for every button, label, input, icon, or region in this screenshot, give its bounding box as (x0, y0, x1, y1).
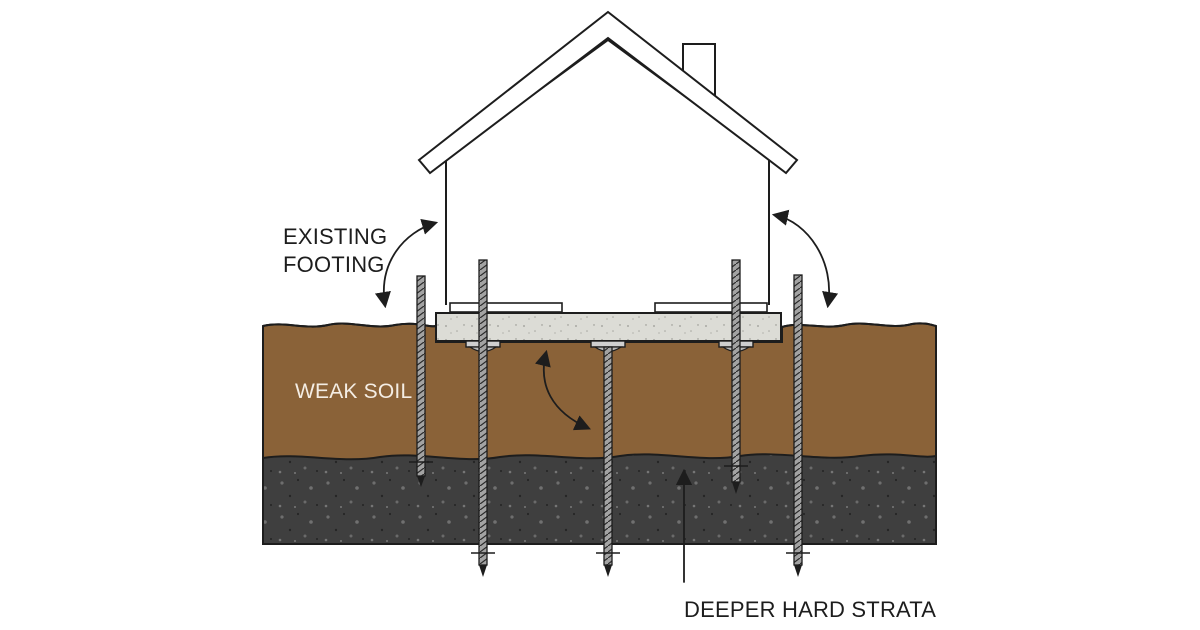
left-curved-arrow (374, 218, 439, 309)
existing-footing-label: FOOTING (283, 252, 385, 277)
hard-strata-layer (262, 453, 937, 545)
helical-pier (471, 259, 495, 577)
existing-footing-pad-left (449, 302, 563, 313)
arrows (374, 209, 839, 583)
weak-soil-label: WEAK SOIL (295, 380, 412, 403)
helical-piers (409, 259, 810, 577)
house-walls (445, 38, 770, 305)
right-curved-arrow (771, 209, 839, 309)
soil-layers (262, 322, 937, 545)
concrete-footing-beam (435, 312, 782, 342)
existing-footing-pad-right (654, 302, 768, 313)
labels: EXISTING FOOTING WEAK SOIL DEEPER HARD S… (283, 224, 936, 622)
center-curved-arrow (535, 349, 591, 431)
chimney (682, 43, 716, 101)
helical-pier (724, 259, 748, 494)
deeper-hard-strata-label: DEEPER HARD STRATA (684, 597, 936, 622)
existing-footing-label: EXISTING (283, 224, 387, 249)
helical-pier (596, 346, 620, 577)
roof (417, 10, 799, 175)
